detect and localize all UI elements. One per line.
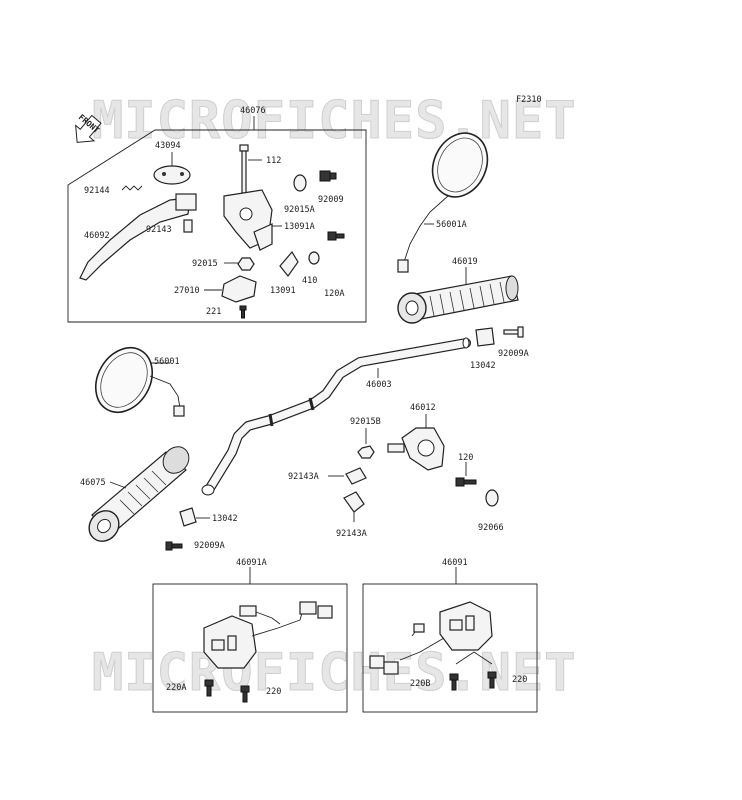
label-46003: 46003 xyxy=(366,380,392,390)
part-220-screw-right xyxy=(487,671,497,689)
label-112: 112 xyxy=(266,156,281,166)
label-92009A-left: 92009A xyxy=(194,541,225,551)
label-120: 120 xyxy=(458,453,473,463)
label-46076: 46076 xyxy=(240,106,266,116)
label-46019: 46019 xyxy=(452,257,478,267)
label-27010: 27010 xyxy=(174,286,200,296)
part-92066-cap xyxy=(485,489,499,507)
part-13091-clamp xyxy=(279,250,299,277)
label-220-left: 220 xyxy=(266,687,281,697)
label-120A: 120A xyxy=(324,289,344,299)
part-13042-weight-left xyxy=(179,507,197,527)
part-46092-lever xyxy=(79,193,197,281)
label-92015B: 92015B xyxy=(350,417,381,427)
part-left-switch-housing xyxy=(203,601,333,669)
front-arrow-icon xyxy=(75,114,102,143)
part-120-bolt xyxy=(455,477,477,487)
label-92015: 92015 xyxy=(192,259,218,269)
label-92009A-right: 92009A xyxy=(498,349,529,359)
label-46075: 46075 xyxy=(80,478,106,488)
label-13042-left: 13042 xyxy=(212,514,238,524)
part-92144-spring xyxy=(121,185,143,191)
label-220B: 220B xyxy=(410,679,430,689)
diagram-code: F2310 xyxy=(516,95,542,105)
part-92143A-collar-lower xyxy=(343,491,365,513)
label-410: 410 xyxy=(302,276,317,286)
label-92143A-upper: 92143A xyxy=(288,472,319,482)
part-92015B-nut xyxy=(357,445,375,459)
part-120A-bolt xyxy=(327,231,345,241)
part-46019-right-grip xyxy=(397,275,519,324)
label-13042-right: 13042 xyxy=(470,361,496,371)
part-13091A-clamp xyxy=(253,223,273,251)
label-92015A: 92015A xyxy=(284,205,315,215)
label-92143A-lower: 92143A xyxy=(336,529,367,539)
label-92143: 92143 xyxy=(146,225,172,235)
label-220A: 220A xyxy=(166,683,186,693)
label-92144: 92144 xyxy=(84,186,110,196)
part-221-screw xyxy=(239,305,247,319)
switch-box-46091 xyxy=(362,583,538,713)
part-92009A-screw-right xyxy=(503,326,524,338)
watermark-bottom: MICROFICHES.NET xyxy=(92,643,577,703)
watermark-top: MICROFICHES.NET xyxy=(92,91,577,151)
label-46091A: 46091A xyxy=(236,558,267,568)
label-13091: 13091 xyxy=(270,286,296,296)
part-92143-collar xyxy=(183,219,193,233)
part-92009-screw xyxy=(319,170,337,182)
part-92009A-screw-left xyxy=(165,541,183,551)
label-46092: 46092 xyxy=(84,231,110,241)
label-92009: 92009 xyxy=(318,195,344,205)
label-46012: 46012 xyxy=(410,403,436,413)
part-right-switch-housing xyxy=(369,601,493,675)
part-13042-weight-right xyxy=(475,327,495,347)
lever-assembly-box xyxy=(67,129,367,323)
part-46075-left-grip xyxy=(88,446,190,542)
label-56001: 56001 xyxy=(154,357,180,367)
label-221: 221 xyxy=(206,307,221,317)
part-27010-switch xyxy=(221,275,257,303)
part-92015A-nut xyxy=(293,174,307,192)
label-92066: 92066 xyxy=(478,523,504,533)
part-92143A-collar-upper xyxy=(345,467,367,485)
part-46012-throttle-housing xyxy=(387,427,445,471)
label-43094: 43094 xyxy=(155,141,181,151)
part-56001-mirror xyxy=(94,347,185,417)
label-220-right: 220 xyxy=(512,675,527,685)
label-46091: 46091 xyxy=(442,558,468,568)
part-220-screw-left xyxy=(240,685,250,703)
part-92015-nut xyxy=(237,257,255,271)
part-220A-screw xyxy=(204,679,214,697)
label-56001A: 56001A xyxy=(436,220,467,230)
part-56001A-mirror xyxy=(397,132,489,273)
part-43094-cover xyxy=(153,165,191,185)
part-112-bolt xyxy=(239,144,249,194)
label-13091A: 13091A xyxy=(284,222,315,232)
part-220B-screw xyxy=(449,673,459,691)
part-410-washer xyxy=(308,251,320,265)
